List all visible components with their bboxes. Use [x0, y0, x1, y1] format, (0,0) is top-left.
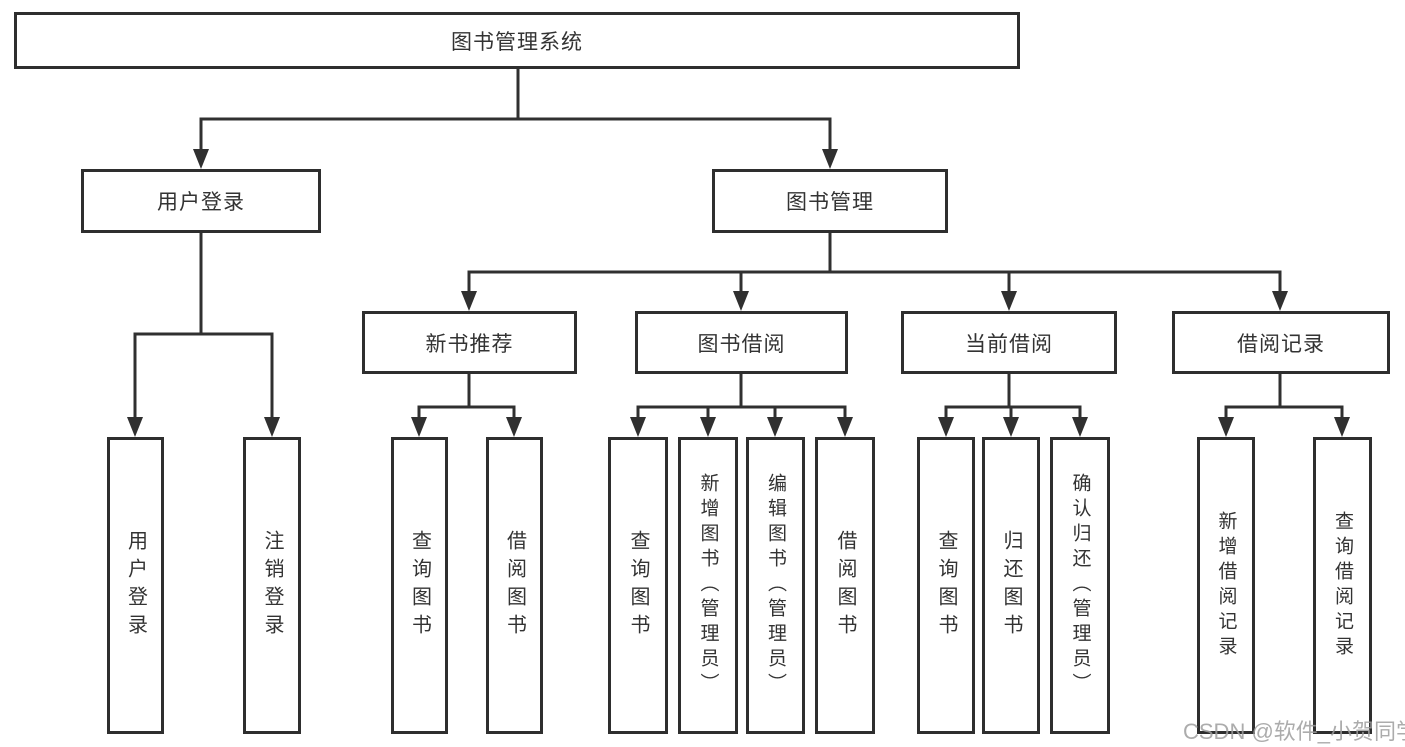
connector-bookmgmt-to-level3 [461, 231, 1288, 311]
leaf-current-return-book: 归还图书 [982, 437, 1040, 734]
arrowhead [127, 417, 143, 437]
csdn-watermark: CSDN @软件_小贺同学 [1183, 719, 1405, 744]
arrowhead [733, 291, 749, 311]
leaf-newbooks-query-book: 查询图书 [391, 437, 448, 734]
arrowhead [700, 417, 716, 437]
leaf-borrow-query-book: 查询图书 [608, 437, 668, 734]
connector-currentborrow-to-leaves [938, 372, 1088, 437]
leaf-user-login: 用户登录 [107, 437, 164, 734]
node-new-book-recommend: 新书推荐 [362, 311, 577, 374]
arrowhead [1001, 291, 1017, 311]
connector-bookborrow-to-leaves [630, 372, 853, 437]
node-book-borrow: 图书借阅 [635, 311, 848, 374]
leaf-logout: 注销登录 [243, 437, 301, 734]
leaf-records-query-record: 查询借阅记录 [1313, 437, 1372, 734]
arrowhead [193, 149, 209, 169]
node-borrow-records: 借阅记录 [1172, 311, 1390, 374]
arrowhead [1272, 291, 1288, 311]
leaf-newbooks-borrow-book: 借阅图书 [486, 437, 543, 734]
arrowhead [767, 417, 783, 437]
node-current-borrow: 当前借阅 [901, 311, 1117, 374]
connector-root-to-level2 [193, 67, 838, 169]
arrowhead [822, 149, 838, 169]
node-user-login-module: 用户登录 [81, 169, 321, 233]
leaf-borrow-borrow-book: 借阅图书 [815, 437, 875, 734]
arrowhead [1072, 417, 1088, 437]
arrowhead [1334, 417, 1350, 437]
connector-borrowrecords-to-leaves [1218, 372, 1350, 437]
arrowhead [1218, 417, 1234, 437]
arrowhead [411, 417, 427, 437]
node-root-system: 图书管理系统 [14, 12, 1020, 69]
leaf-current-query-book: 查询图书 [917, 437, 975, 734]
arrowhead [506, 417, 522, 437]
arrowhead [461, 291, 477, 311]
arrowhead [264, 417, 280, 437]
connector-newbooks-to-leaves [411, 372, 522, 437]
leaf-borrow-add-book-admin: 新增图书（管理员） [678, 437, 738, 734]
arrowhead [837, 417, 853, 437]
arrowhead [630, 417, 646, 437]
leaf-borrow-edit-book-admin: 编辑图书（管理员） [746, 437, 805, 734]
connector-userlogin-to-leaves [127, 231, 280, 437]
leaf-records-add-record: 新增借阅记录 [1197, 437, 1255, 734]
leaf-current-confirm-return-admin: 确认归还（管理员） [1050, 437, 1110, 734]
arrowhead [938, 417, 954, 437]
node-book-management-module: 图书管理 [712, 169, 948, 233]
arrowhead [1003, 417, 1019, 437]
